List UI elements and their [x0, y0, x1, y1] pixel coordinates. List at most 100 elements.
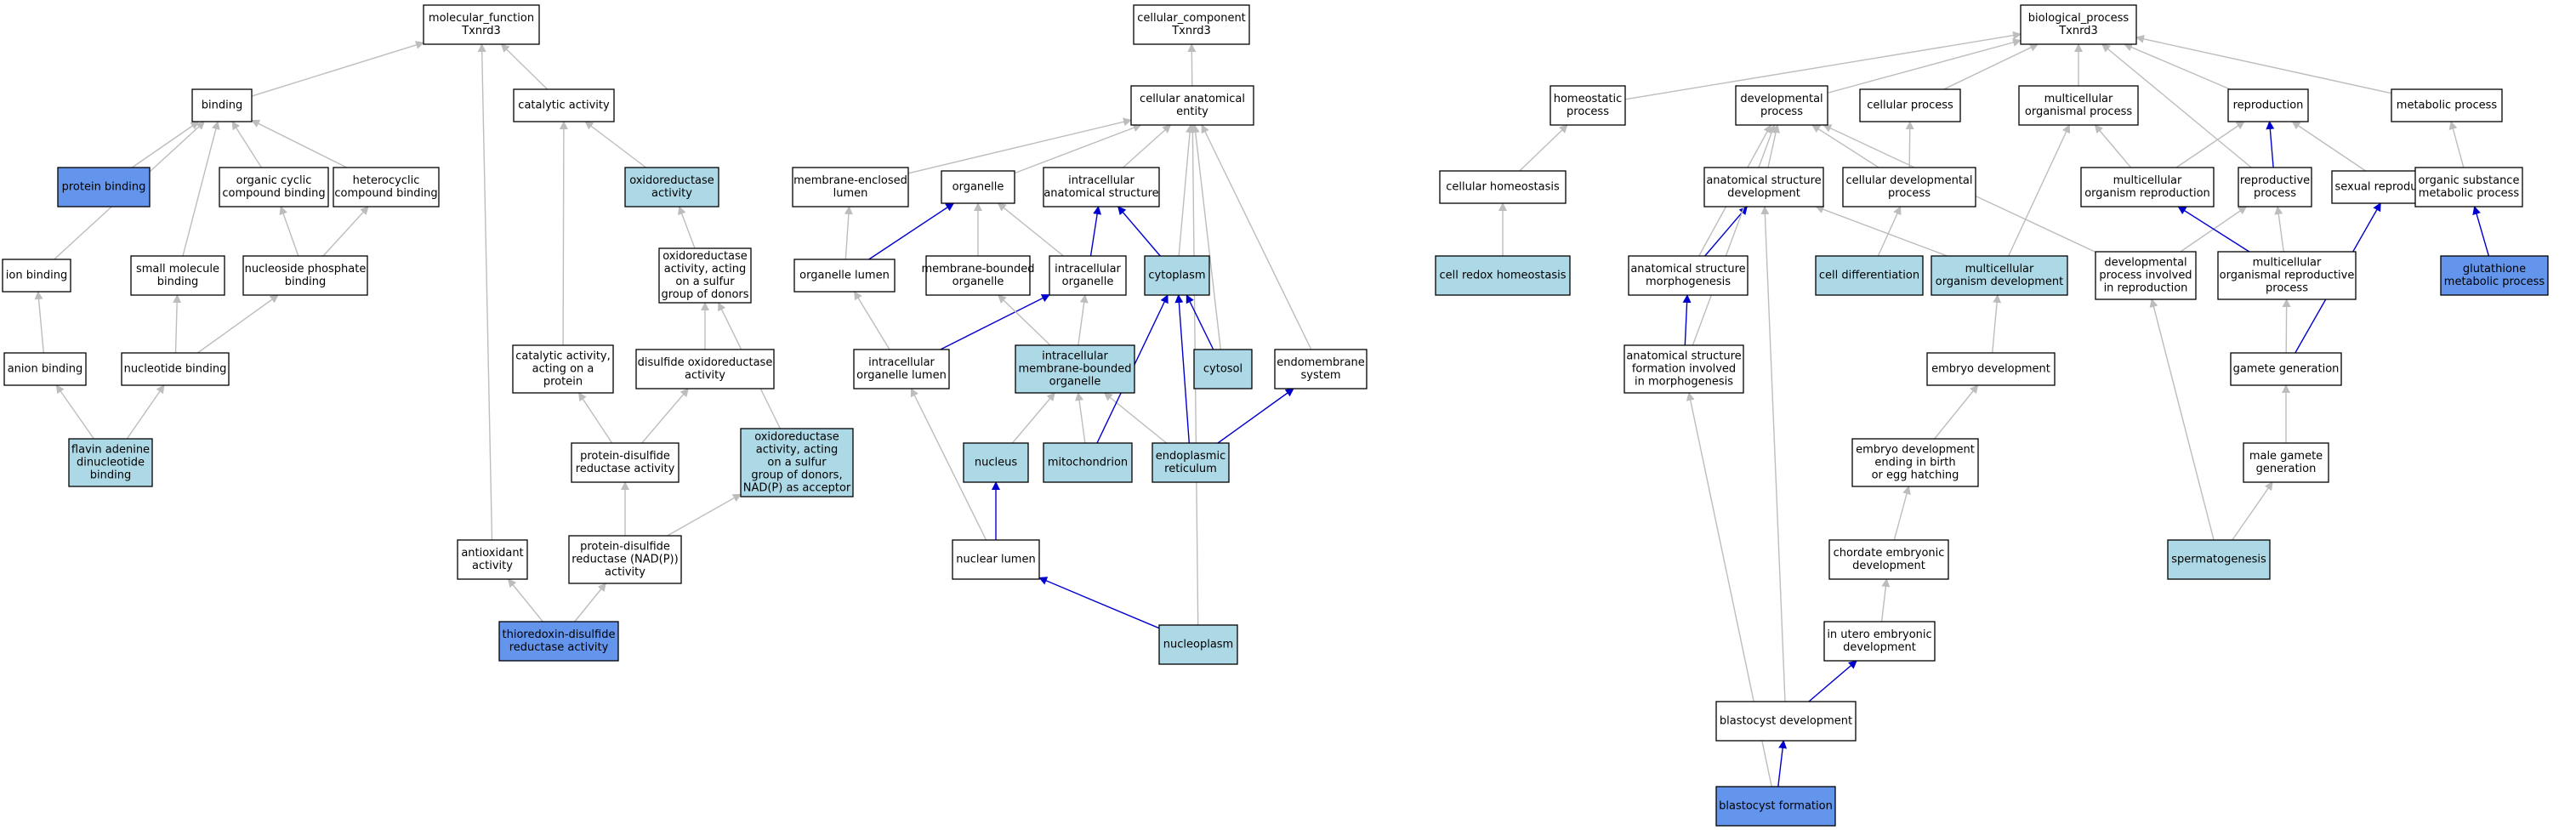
go-term-node-metab[interactable]: metabolic process	[2391, 88, 2503, 122]
edge-fad-to-nucbind	[126, 384, 165, 440]
node-label-line: compound binding	[334, 187, 437, 200]
go-term-node-ionbind[interactable]: ion binding	[2, 259, 71, 293]
node-label-line: cellular developmental	[1846, 174, 1973, 187]
edge-er-to-endomem	[1217, 388, 1294, 444]
node-label-line: anatomical structure	[1626, 350, 1741, 363]
go-term-node-repro[interactable]: reproduction	[2227, 88, 2309, 122]
node-box	[1144, 255, 1210, 296]
node-label-line: organelle	[952, 181, 1004, 194]
go-term-node-nucleoplasm[interactable]: nucleoplasm	[1158, 624, 1238, 665]
go-term-node-gamete[interactable]: gamete generation	[2230, 352, 2342, 386]
edge-nucbind-to-nucphos	[196, 294, 279, 354]
go-term-node-cellredox[interactable]: cell redox homeostasis	[1435, 255, 1571, 296]
go-term-node-cellhomeo[interactable]: cellular homeostasis	[1439, 170, 1567, 204]
go-term-node-blastform[interactable]: blastocyst formation	[1715, 786, 1836, 827]
node-label-line: catalytic activity	[518, 99, 610, 112]
node-box	[2414, 167, 2523, 208]
node-box	[925, 255, 1031, 296]
node-box	[3, 352, 87, 386]
node-label-line: cytosol	[1203, 363, 1243, 376]
node-label-line: protein binding	[62, 181, 146, 194]
go-term-node-organelle[interactable]: organelle	[941, 170, 1015, 204]
node-label-line: binding	[157, 276, 198, 288]
go-term-node-cytoplasm[interactable]: cytoplasm	[1144, 255, 1210, 296]
go-term-node-nucbind[interactable]: nucleotide binding	[121, 352, 230, 386]
node-label-line: protein	[543, 376, 583, 389]
go-term-node-cellproc[interactable]: cellular process	[1859, 88, 1961, 122]
edge-embryodev-to-multidev	[1992, 294, 2002, 354]
go-term-node-celldiff[interactable]: cell differentiation	[1815, 255, 1924, 296]
node-label-line: development	[1727, 187, 1800, 200]
go-term-node-embryodev[interactable]: embryo development	[1926, 352, 2056, 386]
go-term-node-protbind[interactable]: protein binding	[57, 167, 151, 208]
node-label-line: anatomical structure	[1706, 174, 1821, 187]
go-term-node-blastdev[interactable]: blastocyst development	[1715, 701, 1857, 742]
go-term-node-binding[interactable]: binding	[191, 88, 253, 122]
node-label-line: flavin adenine	[71, 444, 150, 457]
go-term-node-mito[interactable]: mitochondrion	[1043, 442, 1133, 483]
go-term-node-catalytic[interactable]: catalytic activity	[513, 88, 615, 122]
go-term-node-orglumen[interactable]: organelle lumen	[793, 259, 896, 293]
node-box	[2095, 251, 2197, 300]
node-label-line: dinucleotide	[77, 457, 145, 469]
go-term-node-nuclumen[interactable]: nuclear lumen	[952, 539, 1040, 580]
node-label-line: reductase activity	[509, 641, 609, 654]
go-term-node-cytosol[interactable]: cytosol	[1193, 349, 1253, 389]
go-term-node-spermato[interactable]: spermatogenesis	[2167, 539, 2271, 580]
node-label-line: membrane-bounded	[1018, 363, 1131, 376]
node-label-line: lumen	[833, 187, 868, 200]
go-term-node-nucleus[interactable]: nucleus	[963, 442, 1029, 483]
node-label-line: cytoplasm	[1148, 270, 1205, 282]
node-label-line: reproduction	[2233, 99, 2304, 112]
go-term-node-anion[interactable]: anion binding	[3, 352, 87, 386]
node-label-line: Txnrd3	[461, 25, 501, 37]
node-box	[2391, 88, 2503, 122]
node-label-line: entity	[1176, 105, 1208, 118]
